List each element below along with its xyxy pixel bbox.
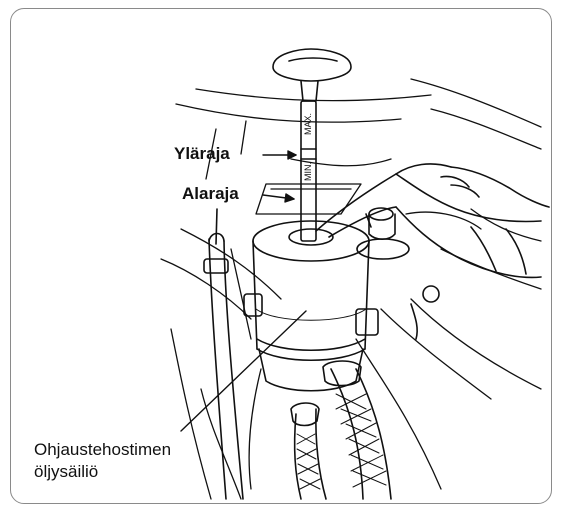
reservoir-label-line2: öljysäiliö — [34, 461, 98, 482]
illustration-frame: MAX. MIN. Yläraja Alaraja Ohjaustehostim… — [10, 8, 552, 504]
reservoir-label-line1: Ohjaustehostimen — [34, 439, 171, 460]
upper-limit-label: Yläraja — [174, 144, 230, 164]
power-steering-reservoir-illustration — [11, 9, 551, 503]
right-fittings — [357, 208, 439, 339]
dipstick-max-mark: MAX. — [303, 113, 313, 135]
lower-limit-label: Alaraja — [182, 184, 239, 204]
hand — [316, 164, 549, 277]
reservoir-hoses — [291, 361, 391, 499]
dipstick-min-mark: MIN. — [303, 162, 313, 181]
